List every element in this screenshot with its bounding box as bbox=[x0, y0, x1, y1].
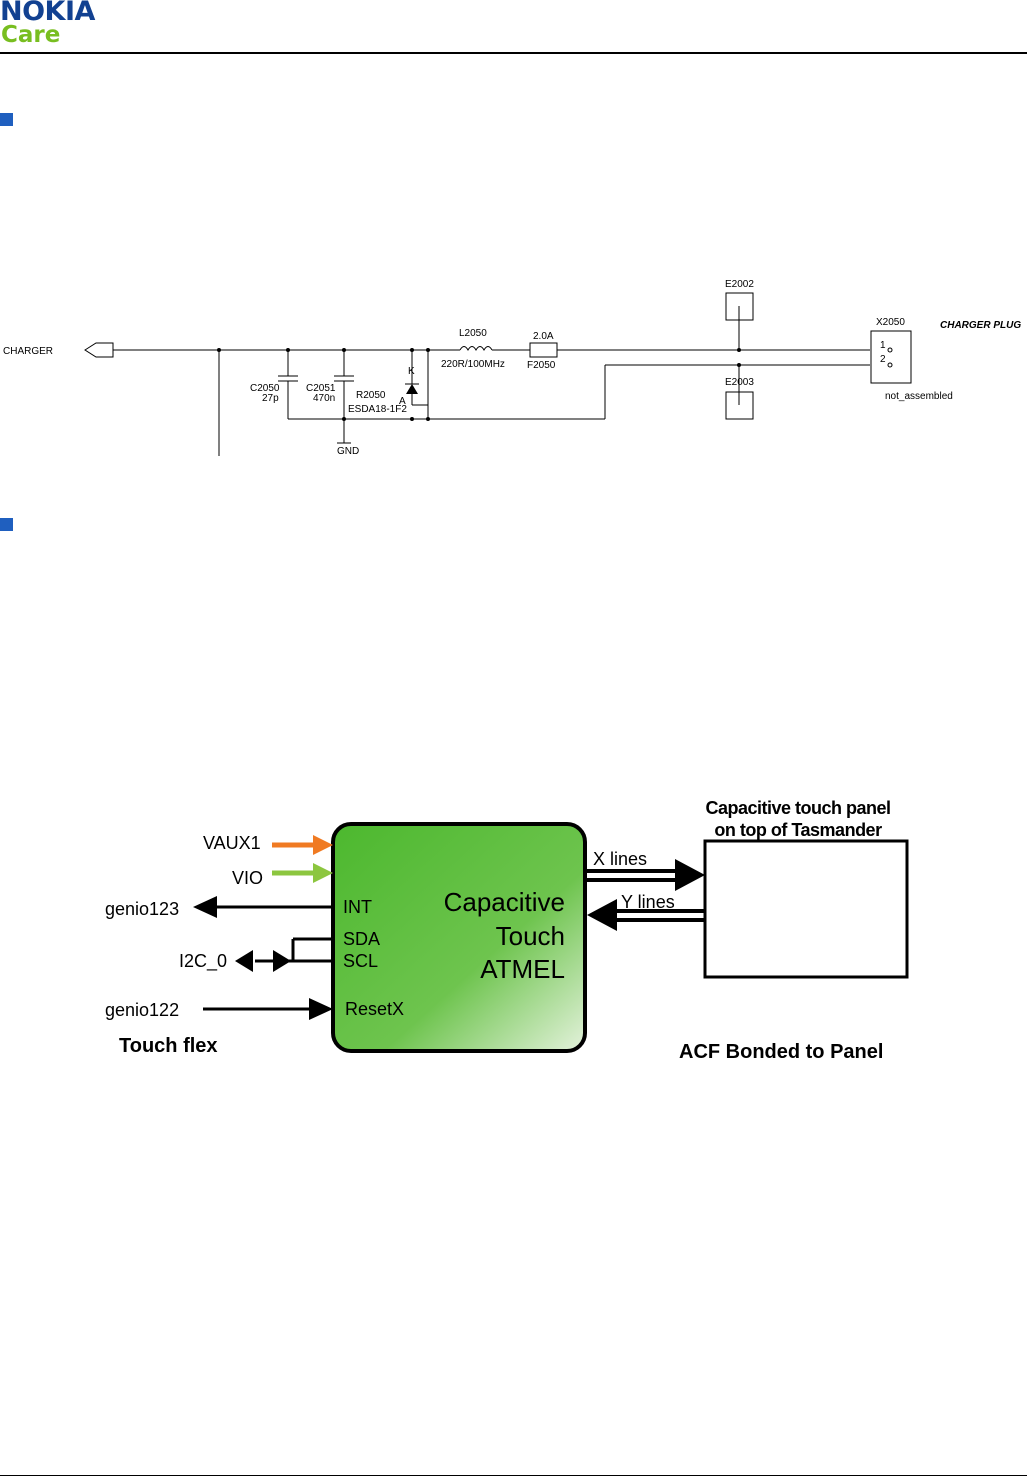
l2050-ref: L2050 bbox=[459, 328, 487, 339]
pin2-label: 2 bbox=[880, 354, 886, 365]
y-lines-label: Y lines bbox=[621, 892, 675, 912]
vaux1-label: VAUX1 bbox=[203, 833, 261, 853]
footer-rule bbox=[0, 1475, 1027, 1476]
vio-arrow-icon bbox=[313, 863, 333, 883]
panel-title-line2: on top of Tasmander bbox=[714, 820, 882, 840]
i2c-left-arrow-icon bbox=[235, 950, 253, 972]
not-assembled-label: not_assembled bbox=[885, 391, 953, 402]
nokia-wordmark: NOKIA bbox=[0, 0, 95, 27]
e2002-ref: E2002 bbox=[725, 279, 754, 290]
touch-flex-label: Touch flex bbox=[119, 1035, 218, 1057]
genio123-arrow-icon bbox=[193, 896, 217, 918]
f2050-ref: F2050 bbox=[527, 360, 556, 371]
vio-label: VIO bbox=[232, 868, 263, 888]
acf-bonded-label: ACF Bonded to Panel bbox=[679, 1041, 883, 1063]
x-lines-arrow-icon bbox=[675, 859, 705, 891]
scl-pin-label: SCL bbox=[343, 951, 378, 971]
touch-block-diagram: .t { font-size:18px; fill:#000; } .tb { … bbox=[105, 798, 909, 1063]
charger-schematic: .w { stroke:#000; stroke-width:1; fill:n… bbox=[3, 279, 1021, 457]
charger-net-label: CHARGER bbox=[3, 346, 53, 357]
chip-label-line3: ATMEL bbox=[480, 954, 565, 984]
int-pin-label: INT bbox=[343, 897, 372, 917]
c2051-ref: C2051 bbox=[306, 383, 336, 394]
c2050-ref: C2050 bbox=[250, 383, 280, 394]
fuse-icon bbox=[529, 342, 558, 358]
chip-label-line1: Capacitive bbox=[444, 887, 565, 917]
resetx-pin-label: ResetX bbox=[345, 999, 404, 1019]
genio123-label: genio123 bbox=[105, 899, 179, 919]
x2050-ref: X2050 bbox=[876, 317, 905, 328]
r2050-ref: R2050 bbox=[356, 390, 386, 401]
f2050-value: 2.0A bbox=[533, 331, 554, 342]
genio122-label: genio122 bbox=[105, 1000, 179, 1020]
pin1-label: 1 bbox=[880, 340, 886, 351]
i2c-right-arrow-icon bbox=[273, 950, 291, 972]
r2050-part: ESDA18-1F2 bbox=[348, 404, 407, 415]
x2050-connector-icon bbox=[870, 330, 912, 384]
gnd-label: GND bbox=[337, 446, 359, 457]
charger-plug-label: CHARGER PLUG bbox=[940, 320, 1021, 331]
touch-panel-box bbox=[703, 839, 909, 979]
section-bullet-icon bbox=[0, 518, 13, 531]
section-bullet-icon bbox=[0, 113, 13, 126]
e2003-ref: E2003 bbox=[725, 377, 754, 388]
care-wordmark: Care bbox=[1, 22, 61, 48]
c2051-value: 470n bbox=[313, 393, 335, 404]
header-rule bbox=[0, 52, 1027, 54]
diode-k-label: K bbox=[408, 366, 415, 377]
vaux1-arrow-icon bbox=[313, 835, 333, 855]
inductor-icon bbox=[459, 346, 493, 352]
y-lines-arrow-icon bbox=[587, 899, 617, 931]
genio122-arrow-icon bbox=[309, 998, 333, 1020]
sda-pin-label: SDA bbox=[343, 929, 380, 949]
c2050-value: 27p bbox=[262, 393, 279, 404]
i2c-label: I2C_0 bbox=[179, 951, 227, 972]
panel-title-line1: Capacitive touch panel bbox=[705, 798, 890, 818]
charger-connector-icon bbox=[84, 342, 114, 358]
l2050-value: 220R/100MHz bbox=[441, 359, 505, 370]
chip-label-line2: Touch bbox=[496, 921, 565, 951]
x-lines-label: X lines bbox=[593, 849, 647, 869]
diode-a-label: A bbox=[399, 396, 406, 407]
